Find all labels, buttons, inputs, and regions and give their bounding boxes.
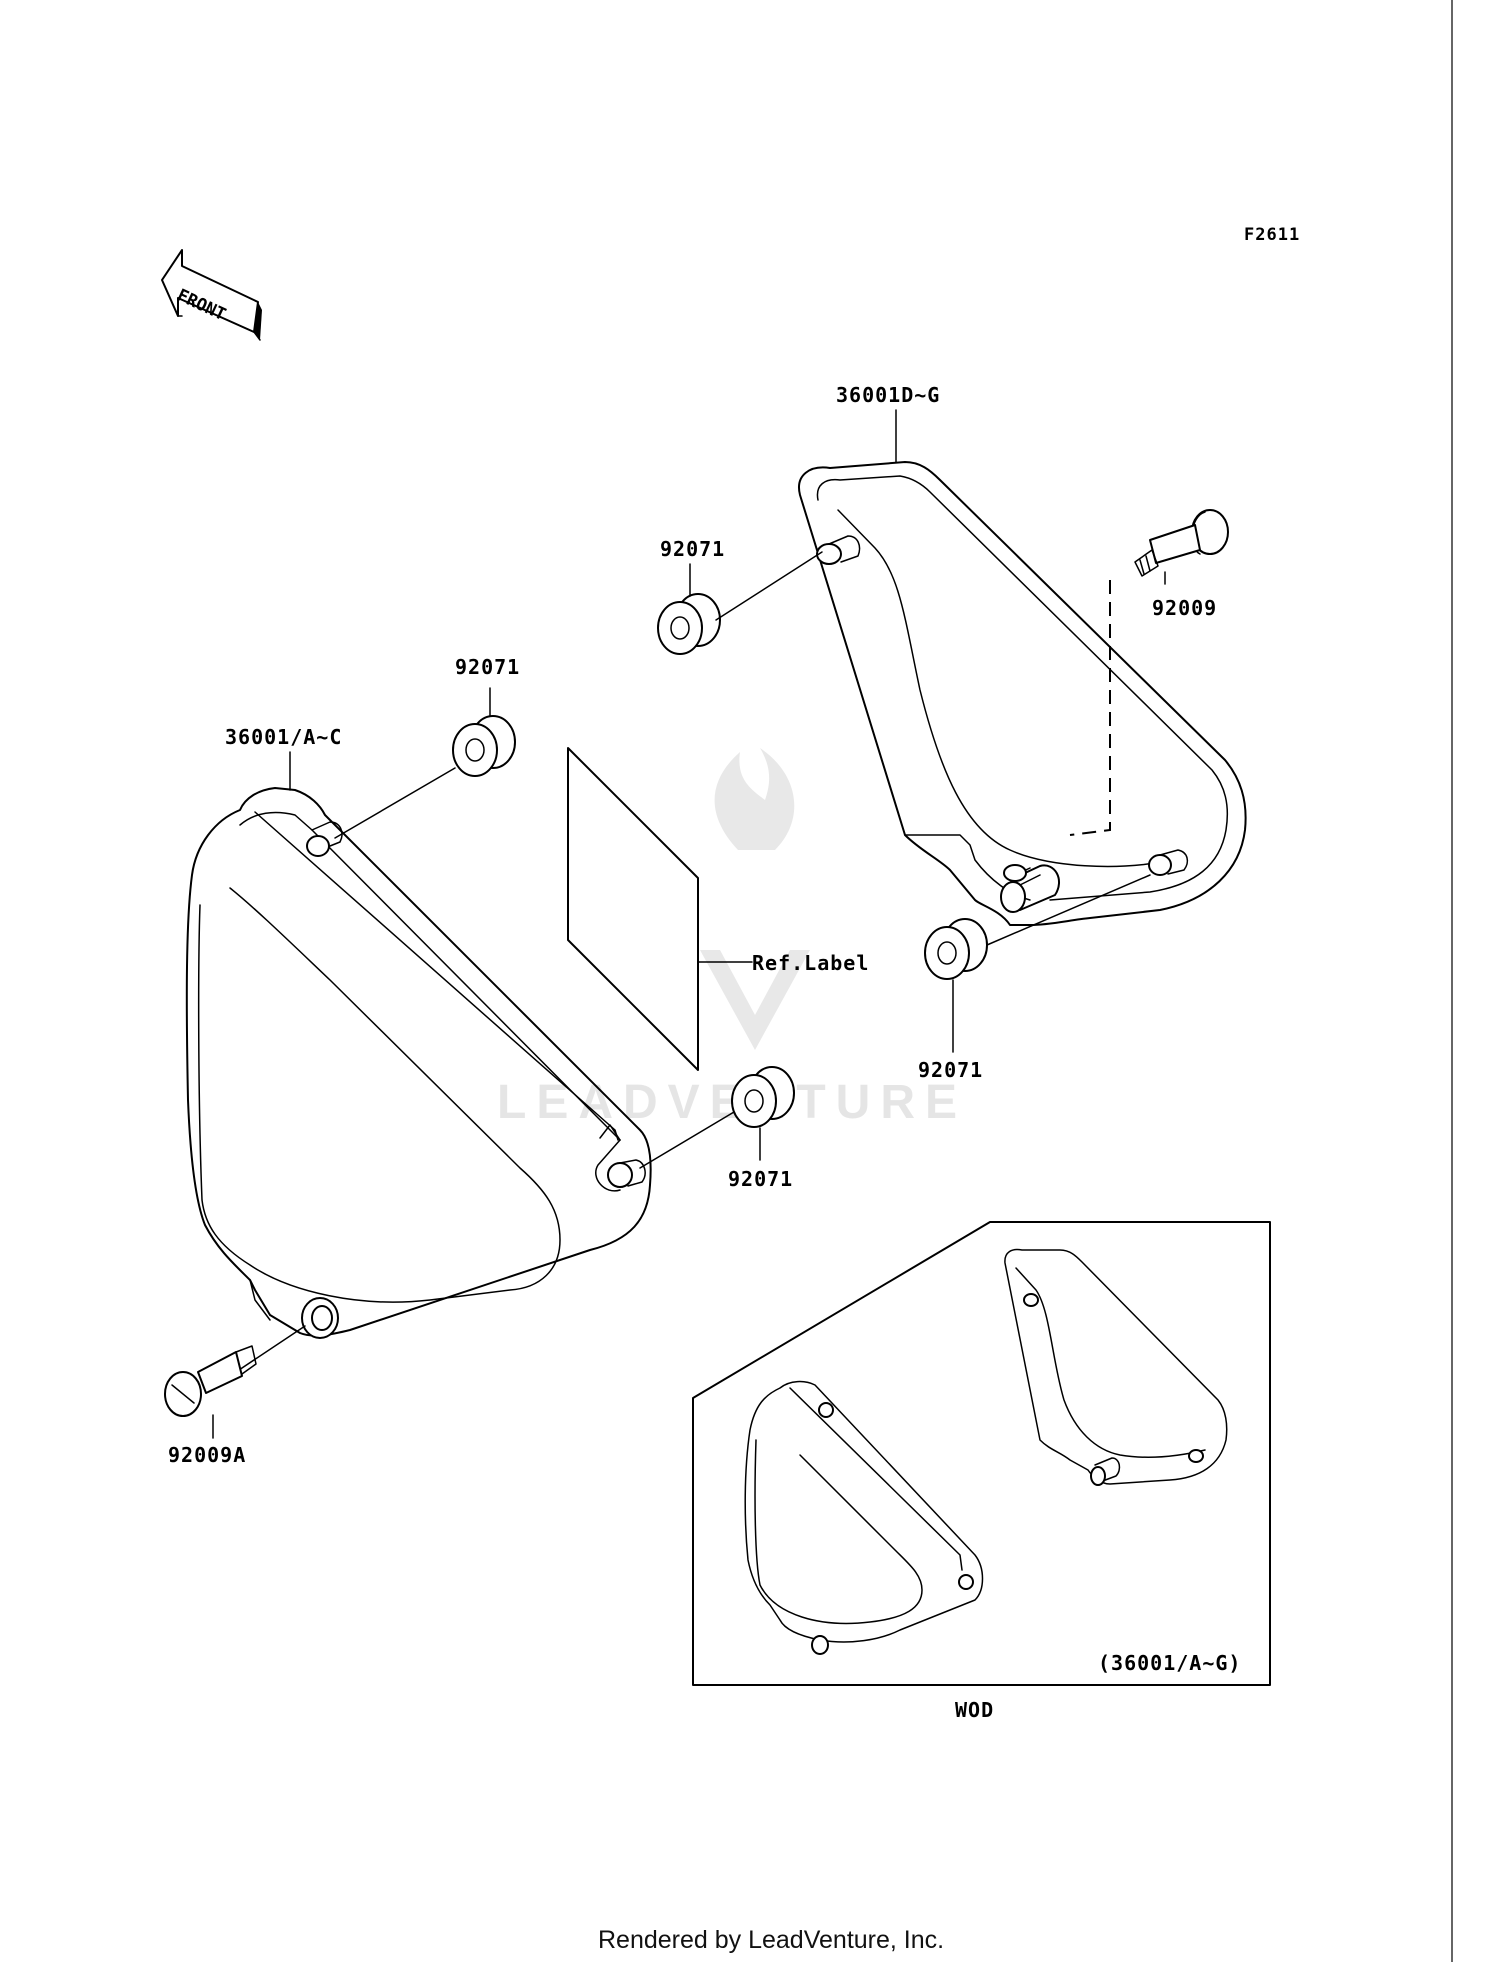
front-direction-arrow-icon: FRONT xyxy=(161,249,262,341)
callout-92009: 92009 xyxy=(1152,596,1217,620)
wod-inset: (36001/A~G) WOD xyxy=(692,1221,1271,1722)
side-cover-right xyxy=(798,461,1247,926)
reference-label-sheet xyxy=(567,747,753,1071)
grommet-right-bottom xyxy=(924,874,1151,980)
bolt-alignment-line xyxy=(1069,580,1111,836)
callout-ref-label: Ref.Label xyxy=(752,951,869,975)
inset-range-label: (36001/A~G) xyxy=(1098,1651,1241,1675)
side-cover-left xyxy=(185,787,652,1339)
callout-36001D-G: 36001D~G xyxy=(836,383,940,407)
inset-caption: WOD xyxy=(955,1698,994,1722)
grommet-right-top xyxy=(657,551,823,655)
figure-code: F2611 xyxy=(1244,225,1300,245)
watermark: LEADVENTURE xyxy=(497,748,967,1129)
callout-36001-A-C: 36001/A~C xyxy=(225,725,342,749)
callout-leaders xyxy=(212,409,1166,1439)
watermark-text: LEADVENTURE xyxy=(497,1076,967,1129)
footer-credit: Rendered by LeadVenture, Inc. xyxy=(598,1926,944,1954)
callout-92071-left-bottom: 92071 xyxy=(728,1167,793,1191)
callout-92009A: 92009A xyxy=(168,1443,246,1467)
grommet-left-bottom xyxy=(639,1066,795,1169)
grommet-left-top xyxy=(334,715,516,839)
callout-92071-right-top: 92071 xyxy=(660,537,725,561)
bolt-92009 xyxy=(1134,509,1229,577)
callout-92071-right-bottom: 92071 xyxy=(918,1058,983,1082)
bolt-92009A xyxy=(164,1325,306,1417)
callout-92071-left-top: 92071 xyxy=(455,655,520,679)
